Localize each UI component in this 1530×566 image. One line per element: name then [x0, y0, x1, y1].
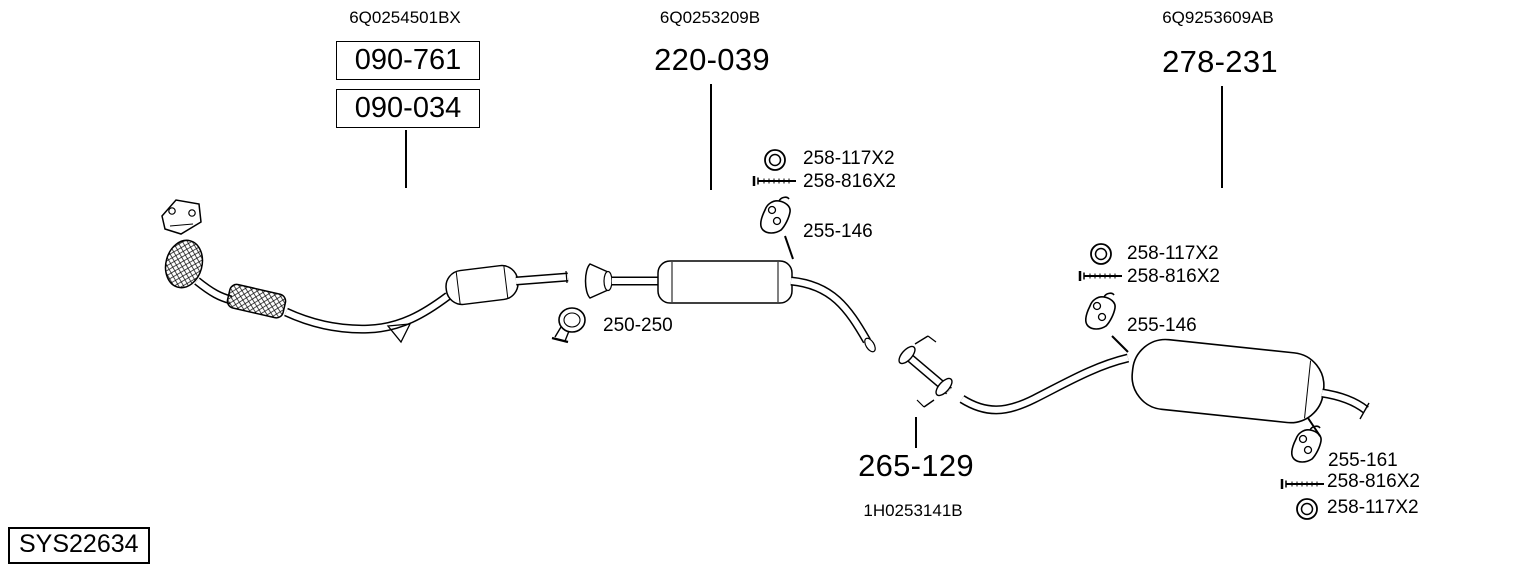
- leader-line-center: [710, 84, 712, 190]
- front-downpipe-drawing: [161, 199, 451, 344]
- leader-line-front: [405, 130, 407, 188]
- center-resonator-drawing: [584, 235, 876, 353]
- callout-tail-hanger: 255-161: [1328, 450, 1398, 471]
- part-number-center: 220-039: [654, 42, 770, 77]
- oem-code-connector: 1H0253141B: [863, 501, 963, 520]
- oem-code-front: 6Q0254501BX: [349, 8, 461, 27]
- center-hanger-icon: [760, 196, 791, 234]
- callout-rear-bolt: 258-816X2: [1127, 266, 1220, 287]
- tail-hanger-icon: [1291, 425, 1322, 463]
- diagram-id-label: SYS22634: [8, 527, 150, 564]
- part-number-front-bottom: 090-034: [336, 89, 480, 128]
- part-number-front-top: 090-761: [336, 41, 480, 80]
- rear-gasket-ring-icon: [1090, 243, 1112, 265]
- part-number-rear: 278-231: [1162, 44, 1278, 79]
- callout-rear-gasket: 258-117X2: [1127, 243, 1219, 264]
- connector-pipe-drawing: [898, 335, 953, 408]
- callout-center-hanger: 255-146: [803, 221, 873, 242]
- callout-rear-hanger: 255-146: [1127, 315, 1197, 336]
- part-number-connector: 265-129: [858, 448, 974, 483]
- oem-code-rear: 6Q9253609AB: [1162, 8, 1274, 27]
- callout-center-bolt: 258-816X2: [803, 171, 896, 192]
- leader-line-connector: [915, 417, 917, 448]
- center-bolt-icon: [752, 176, 796, 186]
- tail-bolt-icon: [1280, 479, 1324, 489]
- center-gasket-ring-icon: [764, 149, 786, 171]
- catalytic-converter-drawing: [445, 264, 569, 306]
- oem-code-center: 6Q0253209B: [659, 8, 761, 27]
- leader-line-rear: [1221, 86, 1223, 188]
- callout-center-gasket: 258-117X2: [803, 148, 895, 169]
- rear-muffler-drawing: [959, 335, 1325, 437]
- callout-clamp: 250-250: [603, 315, 673, 336]
- callout-tail-bolt: 258-816X2: [1327, 471, 1420, 492]
- callout-tail-gasket: 258-117X2: [1327, 497, 1419, 518]
- tail-gasket-ring-icon: [1296, 498, 1318, 520]
- rear-bolt-icon: [1078, 271, 1122, 281]
- rear-hanger-icon: [1085, 292, 1116, 330]
- tailpipe-drawing: [1321, 388, 1370, 420]
- clamp-icon: [551, 307, 586, 344]
